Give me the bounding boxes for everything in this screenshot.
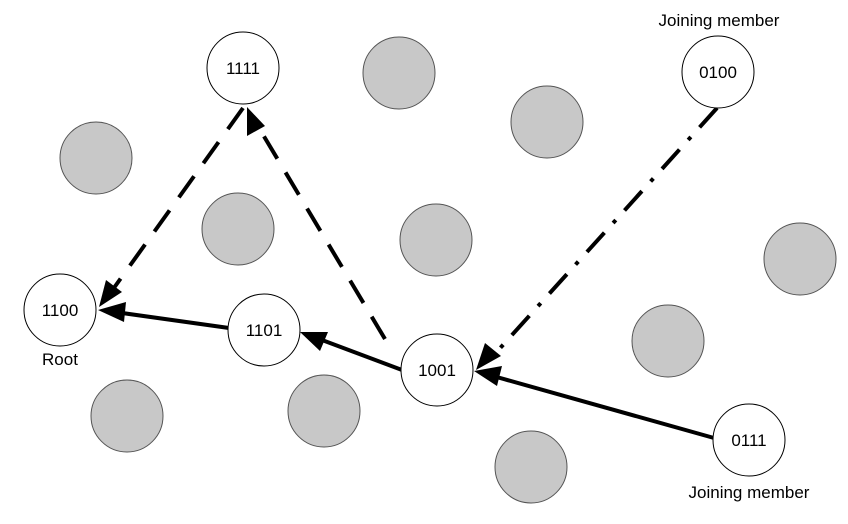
node-1100: 1100	[23, 273, 97, 347]
member-nodes: 1111 0100 1100 1101 1001 0111	[23, 31, 786, 477]
arrowhead-icon	[98, 302, 126, 322]
node-label: 0111	[731, 431, 766, 450]
arrowhead-icon	[476, 343, 501, 370]
node-0100: 0100	[681, 35, 755, 109]
obstacle-node	[399, 203, 473, 277]
edges	[109, 106, 719, 440]
edge-0111-to-1001	[492, 374, 715, 440]
obstacle-node	[201, 192, 275, 266]
node-1001: 1001	[400, 333, 474, 407]
edge-1101-to-1100	[114, 310, 230, 330]
arrowhead-icon	[300, 332, 328, 351]
node-label: 1100	[42, 301, 79, 320]
obstacle-node	[763, 222, 837, 296]
root-caption: Root	[42, 350, 78, 369]
obstacle-node	[631, 304, 705, 378]
arrowhead-icon	[474, 366, 502, 386]
joining-member-caption-bottom: Joining member	[689, 483, 810, 502]
arrowhead-icon	[247, 107, 265, 136]
node-1101: 1101	[227, 293, 301, 367]
edge-1001-to-1101	[313, 335, 403, 372]
obstacle-node	[59, 121, 133, 195]
node-0111: 0111	[712, 403, 786, 477]
obstacle-node	[362, 36, 436, 110]
arrowhead-icon	[99, 280, 122, 307]
node-1111: 1111	[206, 31, 280, 105]
node-label: 0100	[699, 63, 737, 82]
obstacle-node	[90, 379, 164, 453]
node-label: 1001	[418, 361, 456, 380]
obstacle-node	[510, 85, 584, 159]
joining-member-caption-top: Joining member	[659, 11, 780, 30]
edge-1111-to-1100	[109, 106, 245, 294]
obstacle-node	[287, 374, 361, 448]
node-label: 1111	[226, 59, 260, 78]
obstacle-nodes	[59, 36, 837, 504]
obstacle-node	[494, 430, 568, 504]
arrowheads	[98, 107, 502, 386]
node-label: 1101	[246, 321, 283, 340]
